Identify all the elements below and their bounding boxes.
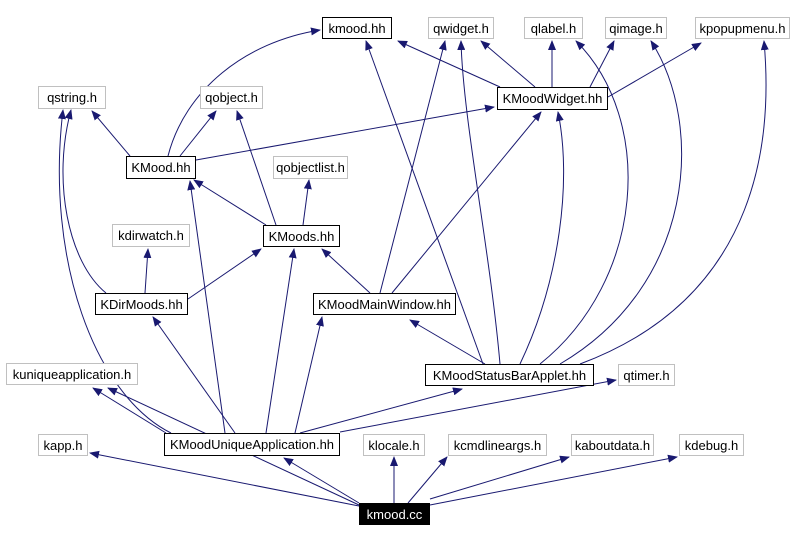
include-edge-kmooduniqueapplication-hh-to-kmoodstatusbarapplet-hh xyxy=(299,387,463,434)
include-edge-kmoodstatusbarapplet-hh-to-qwidget-h xyxy=(457,40,501,365)
include-edge-kmoodstatusbarapplet-hh-to-kmoodwidget-hh xyxy=(519,111,565,365)
graph-node-label: qobjectlist.h xyxy=(276,160,345,175)
graph-node-kmood-hh[interactable]: kmood.hh xyxy=(322,17,392,39)
include-edge-kmood-cc-to-kdebug-h xyxy=(429,454,678,506)
graph-node-label: kcmdlineargs.h xyxy=(453,437,542,453)
graph-node-label: KDirMoods.hh xyxy=(100,296,183,312)
include-edge-kdirmoods-hh-to-qstring-h xyxy=(62,109,107,294)
include-edge-kmoodstatusbarapplet-hh-to-kmoodmainwindow-hh xyxy=(409,319,486,365)
include-edge-kmood-cc-to-kapp-h xyxy=(89,450,360,507)
include-edge-kdirmoods-hh-to-kmoods-hh xyxy=(187,248,262,300)
include-edge-kmoodstatusbarapplet-hh-to-qlabel-h xyxy=(539,40,629,365)
graph-node-kapp-h[interactable]: kapp.h xyxy=(38,434,88,456)
graph-node-label: KMoodStatusBarApplet.hh xyxy=(432,367,587,383)
graph-node-kmoodstatusbarapplet-hh[interactable]: KMoodStatusBarApplet.hh xyxy=(425,364,594,386)
include-edge-kmoodwidget-hh-to-qwidget-h xyxy=(480,40,536,88)
graph-node-klocale-h[interactable]: klocale.h xyxy=(363,434,425,456)
include-edge-kmood-cc-to-kmooduniqueapplication-hh xyxy=(283,457,360,504)
graph-node-label: qlabel.h xyxy=(530,20,577,36)
graph-node-kmoodmainwindow-hh[interactable]: KMoodMainWindow.hh xyxy=(313,293,456,315)
include-edge-kmood-cc-to-kaboutdata-h xyxy=(429,455,570,500)
include-edge-kmoodmainwindow-hh-to-qwidget-h xyxy=(379,40,447,294)
include-edge-kmood-class-hh-to-kmoodwidget-hh xyxy=(195,104,495,161)
graph-node-label: kapp.h xyxy=(43,437,83,453)
graph-node-label: klocale.h xyxy=(368,437,420,453)
include-edge-kmooduniqueapplication-hh-to-kmoods-hh xyxy=(265,248,297,434)
include-edge-kmood-class-hh-to-kmood-hh xyxy=(167,27,321,157)
graph-node-kdebug-h[interactable]: kdebug.h xyxy=(679,434,744,456)
include-edge-kmoodwidget-hh-to-kmood-hh xyxy=(397,40,501,88)
graph-node-kcmdlineargs-h[interactable]: kcmdlineargs.h xyxy=(448,434,547,456)
include-edge-kmoodwidget-hh-to-kpopupmenu-h xyxy=(607,42,702,98)
graph-node-qtimer-h[interactable]: qtimer.h xyxy=(618,364,675,386)
include-edge-kmoods-hh-to-qobject-h xyxy=(236,110,277,226)
graph-node-qstring-h[interactable]: qstring.h xyxy=(38,86,106,109)
graph-node-label: KMoodUniqueApplication.hh xyxy=(169,437,335,452)
graph-node-label: qimage.h xyxy=(609,20,663,36)
graph-node-label: KMoods.hh xyxy=(268,228,335,244)
include-edge-kmooduniqueapplication-hh-to-kmoodmainwindow-hh xyxy=(294,316,324,434)
include-edge-kmooduniqueapplication-hh-to-qtimer-h xyxy=(339,377,617,433)
include-edge-kmooduniqueapplication-hh-to-kuniqueapplication-h xyxy=(92,387,167,434)
graph-node-label: KMoodMainWindow.hh xyxy=(318,296,451,312)
graph-node-kmoods-hh[interactable]: KMoods.hh xyxy=(263,225,340,247)
include-edge-kmoodmainwindow-hh-to-kmoodwidget-hh xyxy=(391,111,542,294)
include-edge-kmoodstatusbarapplet-hh-to-kpopupmenu-h xyxy=(579,40,769,365)
graph-node-kaboutdata-h[interactable]: kaboutdata.h xyxy=(571,434,654,456)
graph-node-label: kdirwatch.h xyxy=(118,228,184,243)
graph-node-label: qwidget.h xyxy=(433,20,489,36)
graph-node-qwidget-h[interactable]: qwidget.h xyxy=(428,17,494,39)
graph-node-label: qobject.h xyxy=(205,90,258,105)
graph-node-kpopupmenu-h[interactable]: kpopupmenu.h xyxy=(695,17,790,39)
include-edge-kmoods-hh-to-qobjectlist-h xyxy=(302,179,312,226)
graph-node-label: KMood.hh xyxy=(131,160,191,175)
graph-node-kdirmoods-hh[interactable]: KDirMoods.hh xyxy=(95,293,188,315)
include-edge-kmoodmainwindow-hh-to-kmoods-hh xyxy=(321,248,371,294)
include-edge-kmood-cc-to-kcmdlineargs-h xyxy=(407,456,448,504)
graph-node-kmoodwidget-hh[interactable]: KMoodWidget.hh xyxy=(497,87,608,110)
graph-node-kmooduniqueapplication-hh[interactable]: KMoodUniqueApplication.hh xyxy=(164,433,340,456)
graph-node-label: KMoodWidget.hh xyxy=(502,91,603,106)
graph-node-label: kmood.hh xyxy=(328,20,386,36)
include-edge-kmooduniqueapplication-hh-to-kdirmoods-hh xyxy=(152,316,236,434)
graph-node-label: kaboutdata.h xyxy=(574,437,651,453)
include-edge-kmoods-hh-to-kmood-class-hh xyxy=(193,179,267,226)
include-edge-kmood-class-hh-to-qobject-h xyxy=(179,110,217,157)
include-edge-kmood-class-hh-to-qstring-h xyxy=(91,110,131,157)
graph-node-qobject-h[interactable]: qobject.h xyxy=(200,86,263,109)
include-edge-kmooduniqueapplication-hh-to-qstring-h xyxy=(57,109,172,434)
graph-node-kdirwatch-h[interactable]: kdirwatch.h xyxy=(112,224,190,247)
graph-node-qlabel-h[interactable]: qlabel.h xyxy=(524,17,583,39)
include-edge-kmoodwidget-hh-to-qimage-h xyxy=(589,40,615,88)
graph-node-label: kpopupmenu.h xyxy=(699,20,786,36)
graph-node-qobjectlist-h[interactable]: qobjectlist.h xyxy=(273,156,348,179)
graph-node-label: qtimer.h xyxy=(623,367,670,383)
graph-node-label: qstring.h xyxy=(47,90,97,105)
include-edge-kmoodstatusbarapplet-hh-to-kmood-hh xyxy=(365,40,484,365)
include-edge-kdirmoods-hh-to-kdirwatch-h xyxy=(143,248,152,294)
graph-node-label: kdebug.h xyxy=(684,437,739,453)
include-edge-kmoodstatusbarapplet-hh-to-qimage-h xyxy=(559,40,682,365)
graph-node-label: kuniqueapplication.h xyxy=(12,366,132,382)
graph-node-kmood-cc[interactable]: kmood.cc xyxy=(359,503,430,525)
graph-node-kuniqueapplication-h[interactable]: kuniqueapplication.h xyxy=(6,363,138,385)
include-edge-kmooduniqueapplication-hh-to-kmood-class-hh xyxy=(187,180,226,434)
graph-node-label: kmood.cc xyxy=(366,506,423,522)
graph-node-kmood-class-hh[interactable]: KMood.hh xyxy=(126,156,196,179)
graph-node-qimage-h[interactable]: qimage.h xyxy=(605,17,667,39)
